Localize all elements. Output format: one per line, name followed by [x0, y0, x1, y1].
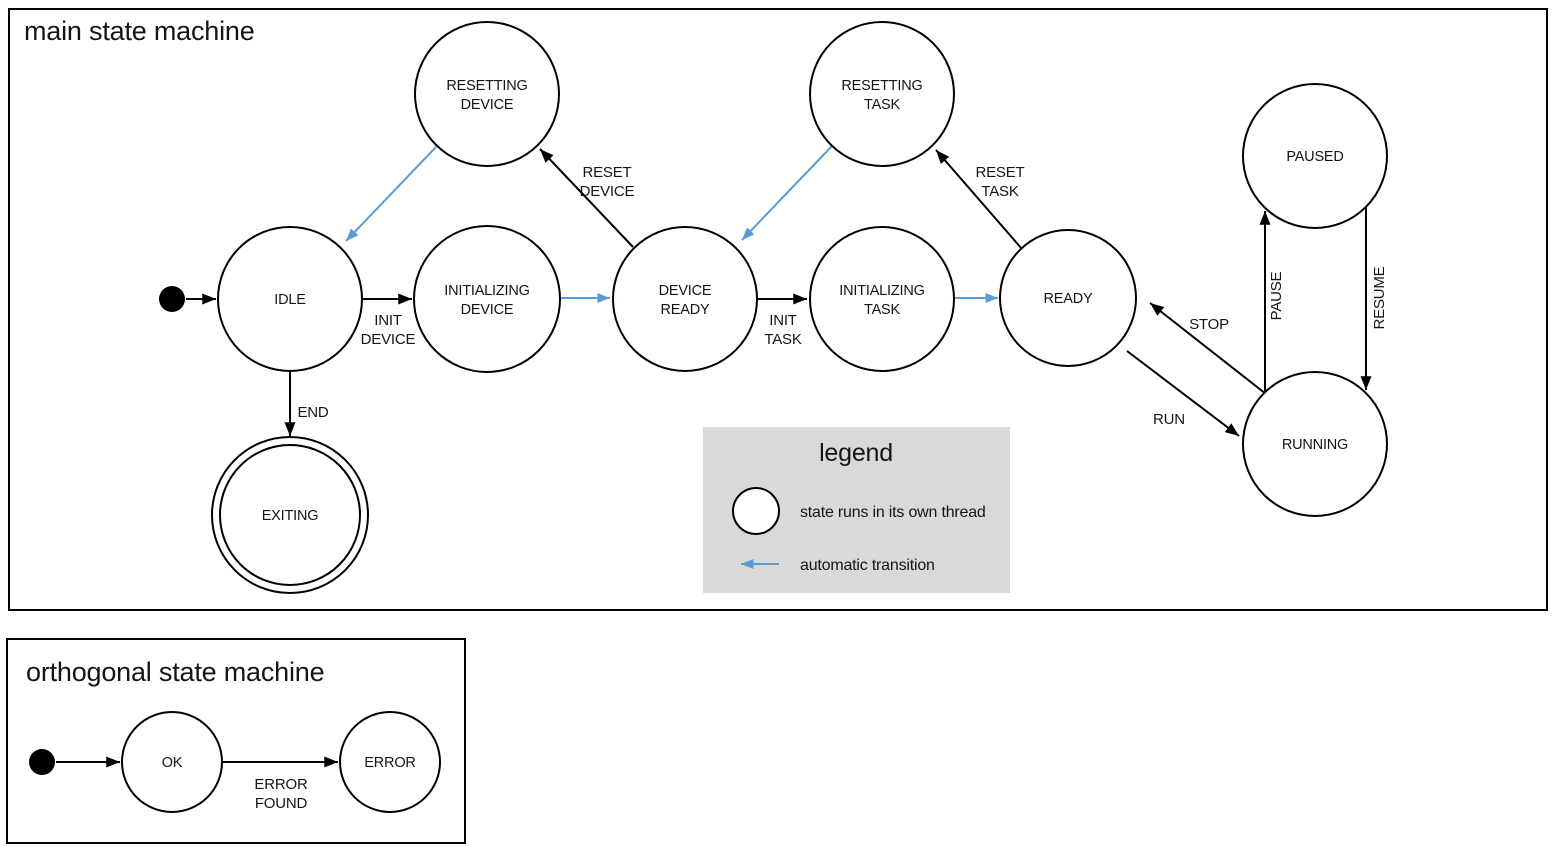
state-paused [1242, 83, 1388, 229]
state-ready-label: READY [1044, 291, 1093, 307]
state-error-label: ERROR [364, 755, 415, 771]
transition-init-device-label-line1: INIT [374, 312, 402, 329]
transition-reset-device [539, 148, 634, 248]
state-idle-label: IDLE [274, 292, 306, 308]
orthogonal-machine-frame [6, 638, 466, 844]
transition-end-label: END [297, 404, 328, 421]
state-ready [999, 229, 1137, 367]
transition-reset-task [935, 149, 1023, 250]
transition-resume-label: RESUME [1371, 266, 1388, 329]
state-running-label: RUNNING [1282, 437, 1348, 453]
transition-stop [1149, 302, 1267, 395]
state-initializing-device [413, 225, 561, 373]
state-initializing-device-label-line2: DEVICE [461, 302, 514, 318]
transition-auto-resettask-to-deviceready [741, 145, 833, 241]
state-exiting-label: EXITING [262, 508, 319, 524]
state-error [339, 711, 441, 813]
transition-reset-device-label-line1: RESET [582, 164, 631, 181]
transition-init-task-label-line2: TASK [764, 331, 801, 348]
transition-pause-label: PAUSE [1268, 271, 1285, 320]
transition-reset-task-label-line2: TASK [981, 183, 1018, 200]
state-ok [121, 711, 223, 813]
transition-stop-label: STOP [1189, 316, 1229, 333]
state-resetting-task-label-line1: RESETTING [841, 78, 922, 94]
transition-error-found-label-line2: FOUND [255, 795, 308, 812]
legend-title: legend [819, 439, 893, 467]
main-machine-title: main state machine [24, 16, 255, 46]
legend-automatic-transition-label: automatic transition [800, 557, 935, 574]
state-initializing-task-label-line1: INITIALIZING [839, 283, 924, 299]
state-paused-label: PAUSED [1286, 149, 1343, 165]
orthogonal-machine-title: orthogonal state machine [26, 657, 324, 687]
orthogonal-initial-state-dot [29, 749, 55, 775]
legend-threaded-state-label: state runs in its own thread [800, 504, 986, 521]
state-device-ready-label-line1: DEVICE [659, 283, 712, 299]
state-resetting-device-label-line1: RESETTING [446, 78, 527, 94]
state-idle [217, 226, 363, 372]
state-resetting-device-label-line2: DEVICE [461, 97, 514, 113]
state-exiting [219, 444, 361, 586]
state-initializing-task-label-line2: TASK [864, 302, 901, 318]
state-device-ready-label-line2: READY [661, 302, 710, 318]
transition-init-device-label-line2: DEVICE [361, 331, 416, 348]
transition-auto-resetdevice-to-idle [345, 146, 437, 242]
state-initializing-task [809, 226, 955, 372]
initial-state-dot [159, 286, 185, 312]
main-machine-frame [8, 8, 1548, 611]
state-initializing-device-label-line1: INITIALIZING [444, 283, 529, 299]
transition-init-task-label-line1: INIT [769, 312, 797, 329]
state-device-ready [612, 226, 758, 372]
state-resetting-task [809, 21, 955, 167]
state-resetting-task-label-line2: TASK [864, 97, 901, 113]
state-running [1242, 371, 1388, 517]
state-ok-label: OK [162, 755, 183, 771]
transition-reset-device-label-line2: DEVICE [580, 183, 635, 200]
transition-run [1126, 350, 1240, 437]
legend-threaded-state-icon [732, 487, 780, 535]
transition-reset-task-label-line1: RESET [975, 164, 1024, 181]
state-resetting-device [414, 21, 560, 167]
transition-error-found-label-line1: ERROR [254, 776, 308, 793]
transition-run-label: RUN [1153, 411, 1185, 428]
